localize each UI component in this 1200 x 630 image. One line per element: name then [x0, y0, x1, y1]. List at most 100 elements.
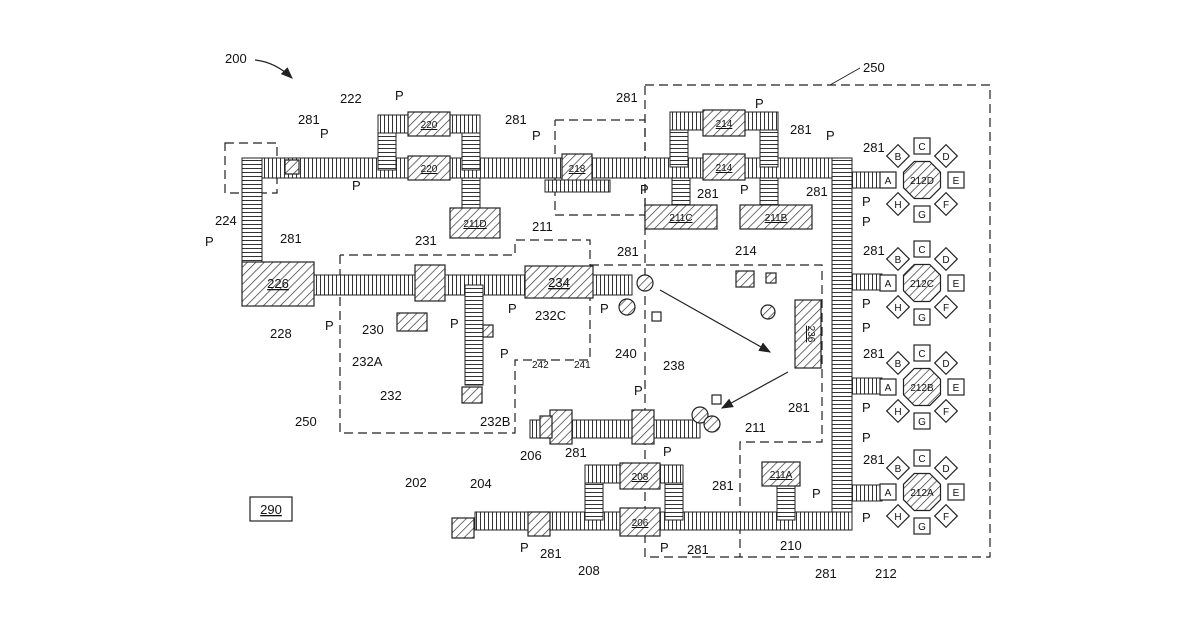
module-202: [452, 518, 474, 538]
ref-226-228: 228: [270, 326, 292, 341]
module-220-upper-label: 220: [421, 120, 438, 131]
p-label-17: P: [520, 540, 529, 555]
branch-211B: [760, 178, 778, 208]
p-label-12: P: [500, 346, 509, 361]
star-petal-label-212B-E: E: [953, 383, 960, 394]
ref-281-f: 281: [806, 184, 828, 199]
module-226-label: 226: [267, 276, 289, 291]
module-218-base: [545, 180, 610, 192]
station-circle-1: [637, 275, 653, 291]
ref-230: 230: [362, 322, 384, 337]
ref-281-i: 281: [863, 140, 885, 155]
p-label-18: P: [660, 540, 669, 555]
p-label-19: P: [812, 486, 821, 501]
star-center-label-212D: 212D: [910, 176, 934, 187]
p-label-3: P: [395, 88, 404, 103]
station-square-1: [652, 312, 661, 321]
module-211D-label: 211D: [463, 219, 486, 230]
star-petal-label-212A-H: H: [894, 512, 901, 523]
star-center-label-212C: 212C: [910, 279, 934, 290]
star-petal-label-212A-D: D: [942, 464, 949, 475]
ref-281-q: 281: [687, 542, 709, 557]
legend-box-290-label: 290: [260, 502, 282, 517]
ref-281-k: 281: [863, 346, 885, 361]
ref-281-p: 281: [540, 546, 562, 561]
p-label-20: P: [862, 194, 871, 209]
p-label-2: P: [352, 178, 361, 193]
ref-281-l: 281: [788, 400, 810, 415]
star-center-label-212B: 212B: [910, 383, 934, 394]
star-center-label-212A: 212A: [910, 488, 934, 499]
ref-250-left: 250: [295, 414, 317, 429]
star-petal-label-212B-G: G: [918, 417, 926, 428]
ref-202: 202: [405, 475, 427, 490]
module-214-upper-label: 214: [716, 119, 733, 130]
stub-212B: [852, 378, 882, 394]
star-petal-label-212C-G: G: [918, 313, 926, 324]
ref-281-o: 281: [712, 478, 734, 493]
star-petal-label-212A-A: A: [885, 488, 892, 499]
module-232C: [483, 325, 493, 337]
star-units: 212DABCDEFGH212CABCDEFGH212BABCDEFGH212A…: [880, 138, 964, 534]
ref-212: 212: [875, 566, 897, 581]
ref-224: 224: [215, 213, 237, 228]
p-label-13: P: [508, 301, 517, 316]
star-petal-label-212C-E: E: [953, 279, 960, 290]
module-232B: [462, 387, 482, 403]
ref-232C: 232C: [535, 308, 566, 323]
module-204: [528, 512, 550, 536]
module-232-upper: [415, 265, 445, 301]
p-label-5: P: [755, 96, 764, 111]
star-petal-label-212D-E: E: [953, 176, 960, 187]
ref-210: 210: [780, 538, 802, 553]
module-241: [550, 410, 572, 444]
station-circle-3: [761, 305, 775, 319]
p-label-22: P: [862, 296, 871, 311]
p-label-11: P: [450, 316, 459, 331]
module-211A-label: 211A: [770, 470, 793, 481]
ref-281-j: 281: [863, 243, 885, 258]
ref-206: 206: [520, 448, 542, 463]
ref-214: 214: [735, 243, 757, 258]
p-label-8: P: [826, 128, 835, 143]
module-238-block: [632, 410, 654, 444]
module-232A: [397, 313, 427, 331]
p-label-15: P: [634, 383, 643, 398]
ref-281-b: 281: [505, 112, 527, 127]
module-top-right-small: [736, 271, 754, 287]
ref-200: 200: [225, 51, 247, 66]
p-label-6: P: [640, 182, 649, 197]
p-label-9: P: [205, 234, 214, 249]
ref-232: 232: [380, 388, 402, 403]
star-petal-label-212C-F: F: [943, 303, 949, 314]
star-petal-label-212D-F: F: [943, 200, 949, 211]
star-petal-label-212C-B: B: [895, 255, 902, 266]
star-petal-label-212D-H: H: [894, 200, 901, 211]
module-220-lower-label: 220: [421, 164, 438, 175]
ref-281-h: 281: [617, 244, 639, 259]
conveyor-right-vertical: [832, 158, 852, 530]
conveyor-left-vertical: [242, 158, 262, 268]
module-234-label: 234: [548, 275, 570, 290]
p-label-14: P: [600, 301, 609, 316]
p-label-10: P: [325, 318, 334, 333]
ref-232A: 232A: [352, 354, 383, 369]
star-petal-label-212D-B: B: [895, 152, 902, 163]
module-206-label: 206: [632, 518, 649, 529]
p-label-24: P: [862, 400, 871, 415]
ref-222: 222: [340, 91, 362, 106]
ref-231: 231: [415, 233, 437, 248]
p-label-4: P: [532, 128, 541, 143]
ref-281-e: 281: [697, 186, 719, 201]
star-petal-label-212D-C: C: [918, 142, 925, 153]
station-circle-2: [619, 299, 635, 315]
ref-208: 208: [578, 563, 600, 578]
module-224: [285, 160, 299, 174]
station-square-2: [712, 395, 721, 404]
stub-212A: [852, 485, 882, 501]
branch-211C: [672, 178, 690, 208]
module-211B-label: 211B: [765, 213, 788, 224]
star-petal-label-212C-A: A: [885, 279, 892, 290]
module-236-label: 236: [805, 326, 816, 343]
